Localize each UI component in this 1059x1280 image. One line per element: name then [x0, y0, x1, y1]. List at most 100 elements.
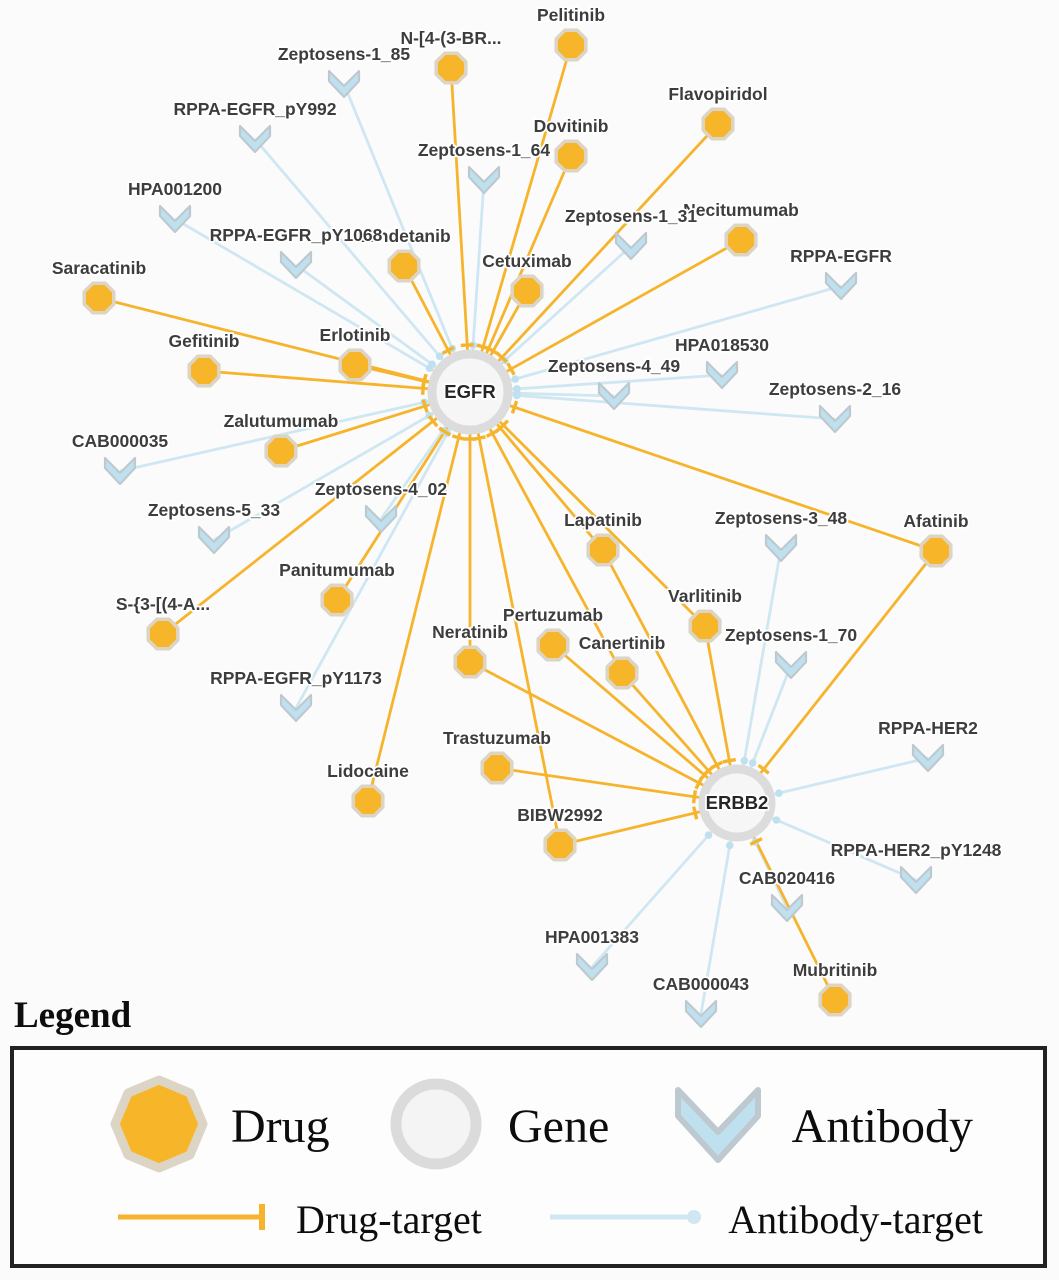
node-antibody-RPPA-EGFR_pY1173: [279, 693, 313, 723]
node-label-Gefitinib: Gefitinib: [169, 331, 240, 351]
node-drug-Neratinib: [453, 645, 487, 679]
node-antibody-Zeptosens-3_48: [764, 533, 798, 563]
node-label-Lidocaine: Lidocaine: [327, 761, 409, 781]
node-antibody-Zeptosens-4_49: [597, 381, 631, 411]
edge-antibody-HPA001200: [174, 217, 471, 394]
node-antibody-Zeptosens-1_85: [327, 69, 361, 99]
legend-item-drug: Drug: [109, 1074, 330, 1179]
drug-edge-tee: [438, 426, 452, 437]
legend-node-types-row: Drug Gene Antibody: [14, 1074, 1043, 1179]
edge-endings-layer: [420, 341, 783, 850]
node-label-RPPA-EGFR_pY1173: RPPA-EGFR_pY1173: [210, 668, 382, 688]
legend-label-drug-target: Drug-target: [296, 1196, 482, 1242]
drug-edge-tee: [460, 343, 474, 348]
drug-edge-tee: [495, 351, 508, 364]
legend-edge-types-row: Drug-target Antibody-target: [14, 1196, 1043, 1242]
node-drug-BIBW2992: [543, 828, 577, 862]
drug-edge-tee: [506, 362, 516, 376]
node-drug-Mubritinib: [818, 983, 852, 1017]
node-drug-Varlitinib: [688, 609, 722, 643]
edge-drug-Dovitinib: [468, 155, 573, 393]
node-antibody-CAB020416: [770, 893, 804, 923]
node-label-CAB000043: CAB000043: [653, 974, 750, 994]
antibody-edge-dot: [725, 841, 734, 850]
node-antibody-CAB000035: [103, 456, 137, 486]
drug-edge-tee: [472, 435, 486, 442]
legend-label-drug: Drug: [231, 1099, 330, 1153]
node-drug-Afatinib: [919, 534, 953, 568]
node-drug-Gefitinib: [187, 354, 221, 388]
edge-drug-Gefitinib: [203, 369, 471, 394]
antibody-edge-dot: [513, 391, 521, 400]
edge-antibody-CAB000035: [119, 390, 471, 473]
node-label-Zeptosens-1_31: Zeptosens-1_31: [565, 206, 698, 226]
node-label-Cetuximab: Cetuximab: [482, 251, 571, 271]
node-label-S-{3-[(4-A...: S-{3-[(4-A...: [116, 594, 210, 614]
node-label-Dovitinib: Dovitinib: [534, 116, 609, 136]
node-drug-Lidocaine: [351, 784, 385, 818]
antibody-edge-dot: [748, 759, 757, 767]
node-drug-Saracatinib: [82, 281, 116, 315]
node-drug-Vandetanib: [387, 249, 421, 283]
edge-drug-Lidocaine: [366, 391, 472, 802]
drug-edge-tee: [510, 400, 519, 414]
node-drug-Pertuzumab: [536, 628, 570, 662]
node-label-ERBB2: ERBB2: [706, 792, 769, 813]
antibody-edge-dot: [511, 375, 519, 383]
node-label-Afatinib: Afatinib: [903, 511, 968, 531]
drug-edge-tee: [421, 399, 429, 413]
node-label-Zeptosens-1_85: Zeptosens-1_85: [278, 44, 411, 64]
edge-drug-Afatinib: [469, 390, 937, 553]
node-antibody-Zeptosens-1_64: [467, 165, 501, 195]
node-label-Varlitinib: Varlitinib: [668, 586, 742, 606]
edge-drug-Canertinib: [468, 391, 624, 674]
antibody-chevron-icon: [666, 1076, 770, 1177]
legend-box: Drug Gene Antibody: [10, 1046, 1047, 1268]
node-label-Pelitinib: Pelitinib: [537, 5, 605, 25]
drug-edge-tee: [757, 763, 770, 775]
node-gene-ERBB2: [698, 764, 776, 842]
drug-octagon-icon: [109, 1074, 209, 1179]
node-drug-Cetuximab: [510, 274, 544, 308]
antibody-edge-dot: [772, 816, 781, 824]
edge-drug-Pelitinib: [468, 44, 573, 393]
node-antibody-HPA018530: [705, 360, 739, 390]
node-antibody-Zeptosens-2_16: [818, 404, 852, 434]
node-drug-Necitumumab: [724, 223, 758, 257]
nodes-layer: [82, 28, 953, 1029]
legend-label-antibody: Antibody: [791, 1099, 973, 1153]
node-label-Zeptosens-3_48: Zeptosens-3_48: [715, 508, 848, 528]
gene-circle-icon: [386, 1074, 486, 1179]
drug-edge-tee: [485, 428, 499, 438]
labels-layer: EGFRERBB2PelitinibN-[4-(3-BR...Flavopiri…: [50, 3, 1003, 996]
node-label-Canertinib: Canertinib: [579, 633, 666, 653]
edge-drug-S-{3-[(4-A...: [162, 390, 471, 636]
node-antibody-RPPA-HER2: [911, 743, 945, 773]
edge-drug-BIBW2992: [468, 391, 562, 846]
node-label-CAB000035: CAB000035: [72, 431, 169, 451]
edge-drug-Necitumumab: [469, 238, 742, 394]
node-label-HPA018530: HPA018530: [675, 335, 769, 355]
node-label-Flavopiridol: Flavopiridol: [668, 84, 767, 104]
node-antibody-Zeptosens-1_31: [614, 231, 648, 261]
drug-edge-tee: [497, 419, 510, 431]
drug-edge-tee: [451, 434, 466, 441]
node-label-Zeptosens-4_02: Zeptosens-4_02: [315, 479, 448, 499]
node-label-RPPA-EGFR_pY1068: RPPA-EGFR_pY1068: [210, 225, 383, 245]
antibody-edge-dot: [435, 352, 444, 360]
edge-drug-Neratinib: [469, 660, 738, 805]
drug-edge-tee: [694, 776, 704, 790]
node-label-HPA001383: HPA001383: [545, 927, 639, 947]
edge-drug-Flavopiridol: [468, 123, 720, 393]
drug-edge-tee: [427, 414, 439, 428]
edge-drug-Pertuzumab: [552, 643, 738, 805]
legend-label-antibody-target: Antibody-target: [728, 1196, 983, 1242]
node-label-Trastuzumab: Trastuzumab: [443, 728, 551, 748]
antibody-edge-dot: [428, 360, 436, 369]
node-label-Zeptosens-2_16: Zeptosens-2_16: [769, 379, 902, 399]
legend-label-gene: Gene: [508, 1099, 610, 1153]
node-label-BIBW2992: BIBW2992: [517, 805, 603, 825]
node-gene-EGFR: [427, 349, 513, 435]
legend-item-drug-target: Drug-target: [114, 1196, 482, 1242]
edge-antibody-RPPA-EGFR_pY1173: [294, 391, 472, 709]
